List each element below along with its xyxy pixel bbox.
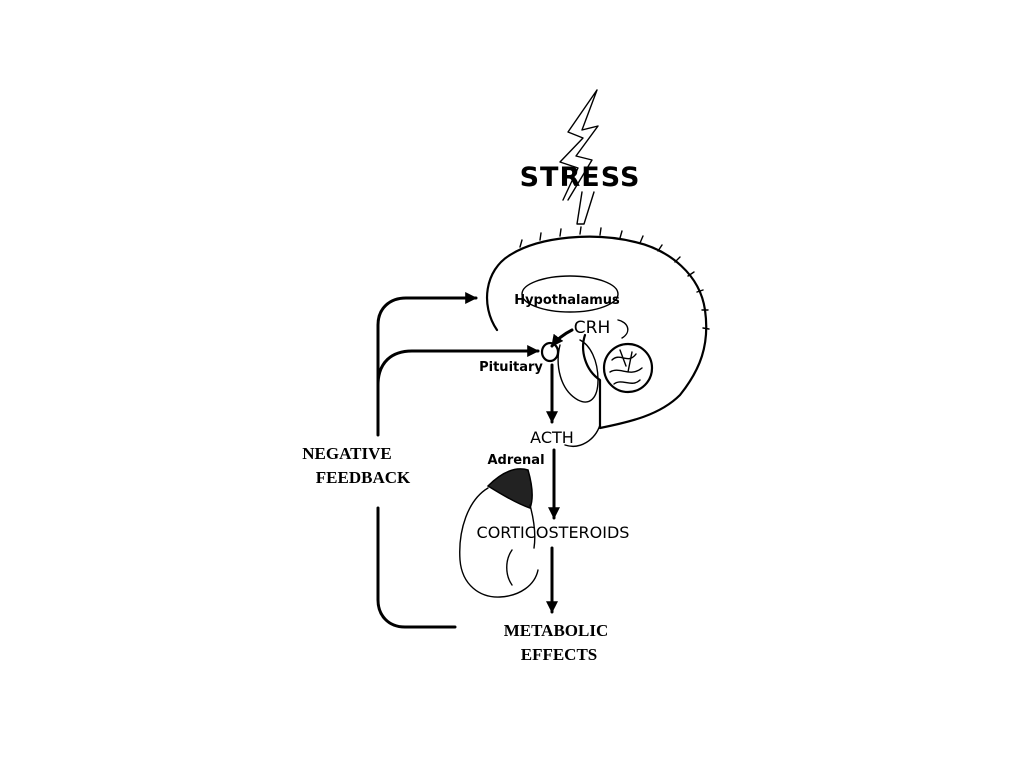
- metabolic-effects-line1: METABOLIC: [504, 621, 609, 640]
- crh-label: CRH: [574, 318, 610, 338]
- lightning-bolt-icon: [559, 89, 599, 201]
- pituitary-label: Pituitary: [479, 360, 543, 375]
- hypothalamus-label: Hypothalamus: [514, 293, 620, 308]
- brain-cortex-texture: [519, 226, 710, 330]
- lightning-tail: [576, 191, 595, 225]
- adrenal-gland: [486, 468, 533, 509]
- cerebellum-folds: [609, 349, 643, 385]
- stress-label: STRESS: [520, 162, 641, 193]
- acth-label: ACTH: [530, 428, 574, 447]
- brainstem-lower: [564, 424, 601, 447]
- crh-arrow: [550, 328, 574, 348]
- corticosteroids-label: CORTICOSTEROIDS: [477, 523, 630, 542]
- brain-outline: [485, 235, 708, 430]
- feedback-loop-line: [376, 506, 457, 629]
- feedback-to-pituitary-arrow: [376, 345, 540, 387]
- hypothalamus-region: [521, 275, 619, 313]
- feedback-loop-upper: [376, 292, 478, 437]
- metabolic-effects-line2: EFFECTS: [521, 645, 598, 664]
- pituitary-gland: [540, 341, 560, 363]
- crh-side-mark: [617, 319, 629, 339]
- negative-feedback-line1: NEGATIVE: [302, 444, 391, 463]
- kidney: [459, 487, 539, 598]
- negative-feedback-line2: FEEDBACK: [316, 468, 411, 487]
- cerebellum: [602, 342, 654, 394]
- adrenal-label: Adrenal: [487, 453, 544, 468]
- brainstem: [557, 339, 599, 403]
